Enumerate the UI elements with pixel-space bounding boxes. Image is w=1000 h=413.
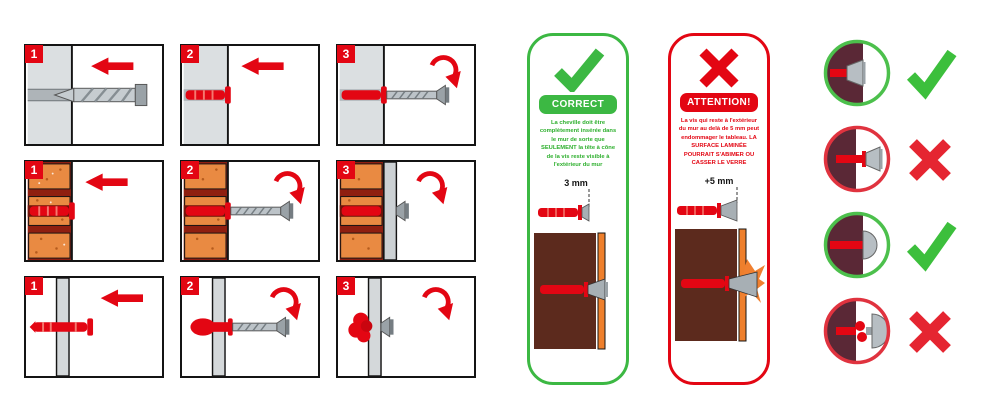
example-circle-wrong-mushroomed <box>823 297 891 365</box>
check-icon <box>906 49 957 100</box>
step-number-badge: 3 <box>337 161 355 179</box>
fixture-strip <box>383 162 398 260</box>
step-number-badge: 2 <box>181 45 199 63</box>
attention-panel: ATTENTION! La vis qui reste à l'extérieu… <box>668 33 770 385</box>
result-examples <box>822 38 958 366</box>
step-number-badge: 3 <box>337 277 355 295</box>
example-mushroomed-anchor <box>822 296 958 366</box>
brick-screw-in-illustration <box>183 162 305 260</box>
attention-body-text: La vis qui reste à l'extérieur du mur au… <box>678 118 760 166</box>
push-arrow-icon <box>91 57 134 75</box>
correct-panel: CORRECT La cheville doit être complèteme… <box>527 33 629 385</box>
step-panel-solid-wall-insert-anchor: 2 <box>180 44 320 146</box>
instruction-steps-grid: 1 2 3 <box>24 44 476 378</box>
example-circle-correct-flush <box>823 39 891 107</box>
correct-diagram: 3 mm <box>534 178 608 350</box>
step-panel-board-insert-anchor: 1 <box>24 276 164 378</box>
step-panel-solid-wall-screw: 3 <box>336 44 476 146</box>
attention-title: ATTENTION! <box>680 93 758 112</box>
rotate-arrow-icon <box>273 171 303 192</box>
step-panel-solid-wall-drill: 1 <box>24 44 164 146</box>
step-panel-board-knotted: 3 <box>336 276 476 378</box>
example-protruding-anchor <box>822 124 958 194</box>
example-circle-wrong-protruding <box>823 125 891 193</box>
push-arrow-icon <box>241 57 284 75</box>
board-anchor-folding-illustration <box>190 278 301 376</box>
example-circle-correct-panhead <box>823 211 891 279</box>
example-flush-countersunk <box>822 38 958 108</box>
measurement-label: 3 mm <box>564 178 588 188</box>
board-anchor-knotted-illustration <box>348 278 454 376</box>
step-number-badge: 1 <box>25 277 43 295</box>
step-panel-brick-finished: 3 <box>336 160 476 262</box>
attention-diagram: +5 mm <box>675 176 765 342</box>
brick-insert-anchor-illustration <box>27 162 128 260</box>
example-pan-head-flush <box>822 210 958 280</box>
step-number-badge: 1 <box>25 45 43 63</box>
check-icon <box>554 48 605 92</box>
rotate-arrow-icon <box>429 55 459 76</box>
correct-body-text: La cheville doit être complètement insér… <box>539 120 617 168</box>
step-panel-brick-insert-anchor: 1 <box>24 160 164 262</box>
push-arrow-icon <box>85 173 128 191</box>
insert-anchor-illustration <box>183 46 284 144</box>
brick-fixture-mounted-illustration <box>339 162 448 260</box>
screw-in-illustration <box>339 46 461 144</box>
check-icon <box>906 221 957 272</box>
rotate-arrow-icon <box>416 171 445 192</box>
step-number-badge: 1 <box>25 161 43 179</box>
push-arrow-icon <box>100 289 143 307</box>
drill-into-wall-illustration <box>27 46 148 144</box>
step-panel-brick-screw: 2 <box>180 160 320 262</box>
cross-icon <box>909 139 951 181</box>
rotate-arrow-icon <box>422 287 451 308</box>
board-insert-anchor-illustration <box>29 278 143 376</box>
step-panel-board-screw: 2 <box>180 276 320 378</box>
step-number-badge: 3 <box>337 45 355 63</box>
step-number-badge: 2 <box>181 161 199 179</box>
step-number-badge: 2 <box>181 277 199 295</box>
cross-icon <box>909 311 951 353</box>
cross-icon <box>699 48 739 88</box>
measurement-label: +5 mm <box>705 176 734 186</box>
rotate-arrow-icon <box>269 287 299 308</box>
correct-title: CORRECT <box>539 95 617 114</box>
